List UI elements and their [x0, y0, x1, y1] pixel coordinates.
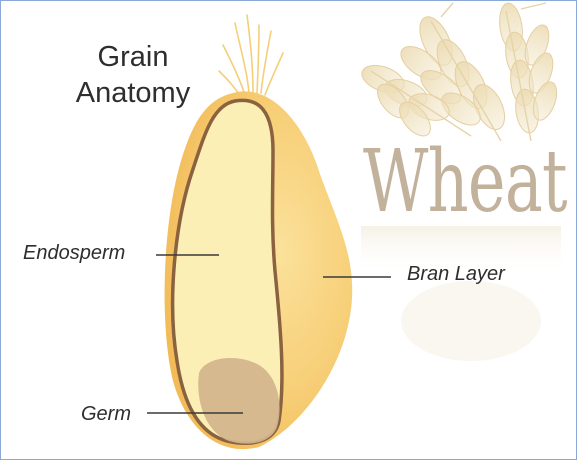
bran-layer-label: Bran Layer [407, 263, 505, 286]
title-line-1: Grain [53, 39, 213, 75]
grain-hairs [219, 15, 283, 97]
title-line-2: Anatomy [53, 75, 213, 111]
germ-label: Germ [81, 403, 131, 426]
wheat-reflection [361, 226, 561, 361]
diagram-title: Grain Anatomy [53, 39, 213, 111]
wheat-brand-text: Wheat [363, 139, 567, 225]
endosperm-label: Endosperm [23, 242, 125, 265]
